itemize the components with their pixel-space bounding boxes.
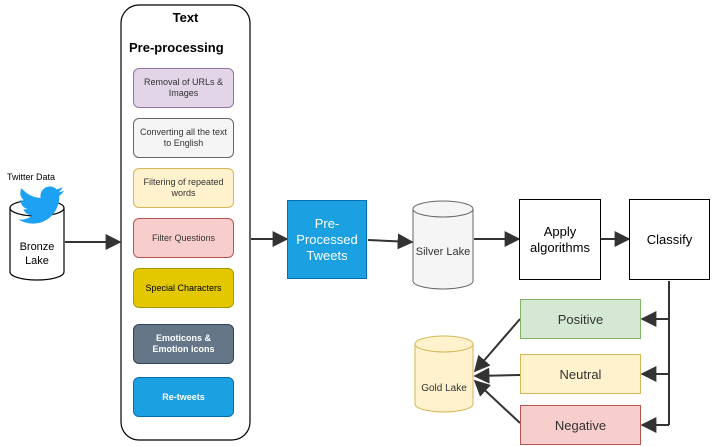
step-convert-to-english: Converting all the text to English (133, 118, 234, 158)
step-emoticons: Emoticons & Emotion icons (133, 324, 234, 364)
silver-lake-cylinder (412, 200, 474, 290)
arrow-processed-to-silver (367, 233, 414, 250)
step-label: Removal of URLs & Images (143, 77, 224, 98)
step-removal-urls-images: Removal of URLs & Images (133, 68, 234, 108)
gold-lake-label: Gold Lake (421, 383, 467, 394)
step-label: Filter Questions (151, 232, 216, 243)
positive-box: Positive (520, 299, 641, 339)
neutral-box: Neutral (520, 354, 641, 394)
step-special-characters: Special Characters (133, 268, 234, 308)
step-label: Converting all the text to English (139, 127, 228, 148)
step-label: Filtering of repeated words (143, 177, 224, 198)
step-label: Re-tweets (162, 391, 205, 402)
gold-lake-cylinder (414, 335, 474, 413)
twitter-bird-icon (18, 186, 64, 224)
negative-box: Negative (520, 405, 641, 445)
preprocessing-title-line2: Pre-processing (129, 40, 224, 55)
silver-lake-label: Silver Lake (415, 246, 471, 258)
step-filter-questions: Filter Questions (133, 218, 234, 258)
arrow-negative-to-gold (473, 379, 521, 424)
step-retweets: Re-tweets (133, 377, 234, 417)
preprocessing-title-line1: Text (172, 10, 199, 25)
preprocessed-tweets-box: Pre- Processed Tweets (287, 200, 367, 279)
classify-box: Classify (629, 199, 710, 280)
arrow-neutral-to-gold (473, 367, 521, 384)
twitter-data-label: Twitter Data (6, 172, 55, 182)
step-label: Special Characters (145, 282, 222, 293)
apply-algorithms-box: Apply algorithms (519, 199, 601, 280)
bronze-lake-label: Bronze Lake (19, 241, 55, 267)
step-label: Emoticons & Emotion icons (152, 333, 215, 354)
arrow-positive-to-gold (473, 318, 521, 373)
step-filter-repeated-words: Filtering of repeated words (133, 168, 234, 208)
